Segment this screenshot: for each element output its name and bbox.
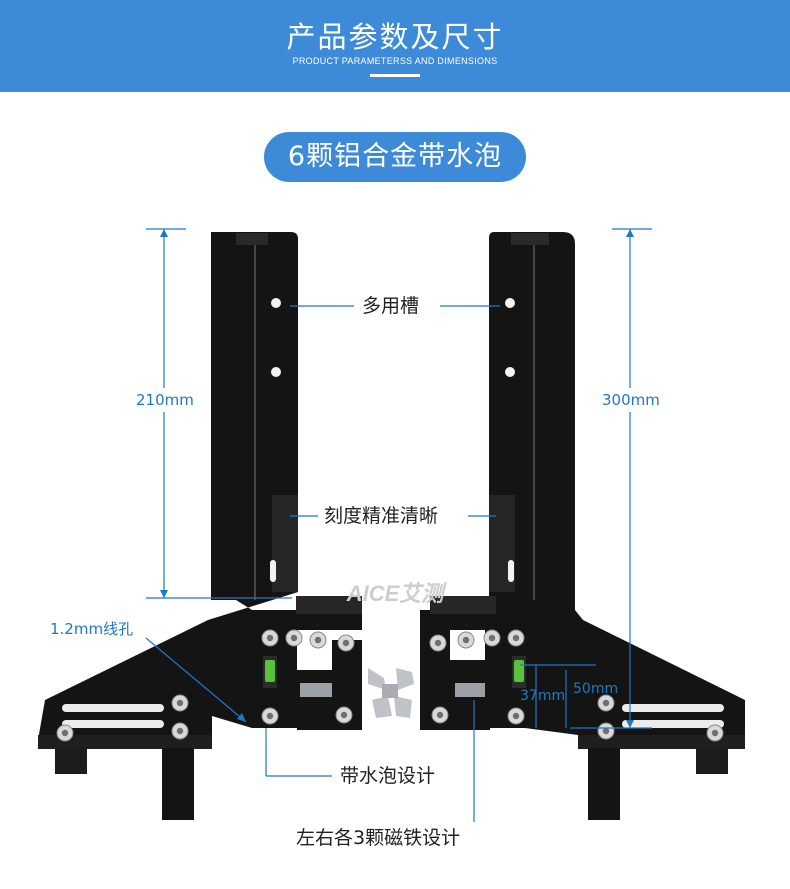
title-underline	[370, 74, 420, 77]
dimension-lines	[145, 228, 652, 822]
page-title: 产品参数及尺寸	[286, 20, 504, 54]
feature-badge: 6颗铝合金带水泡	[264, 132, 526, 182]
header-banner: 产品参数及尺寸 PRODUCT PARAMETERSS AND DIMENSIO…	[0, 0, 790, 92]
left-jig	[38, 232, 362, 820]
wing-nut-pair	[368, 668, 414, 718]
callout-bubble: 带水泡设计	[340, 765, 436, 787]
dimension-37mm: 37mm	[520, 688, 566, 704]
dimension-50mm: 50mm	[573, 681, 619, 697]
brand-watermark: AICE艾测	[346, 581, 448, 606]
callout-slot: 多用槽	[362, 295, 420, 317]
page-subtitle: PRODUCT PARAMETERSS AND DIMENSIONS	[292, 56, 498, 66]
dimension-right-height: 300mm	[602, 391, 660, 409]
callout-scale: 刻度精准清晰	[324, 505, 439, 527]
dimension-hole: 1.2mm线孔	[50, 620, 134, 638]
dimension-left-height: 210mm	[136, 391, 194, 409]
dimension-arrows	[160, 229, 634, 728]
right-jig	[420, 232, 745, 820]
callout-magnets: 左右各3颗磁铁设计	[296, 827, 461, 849]
